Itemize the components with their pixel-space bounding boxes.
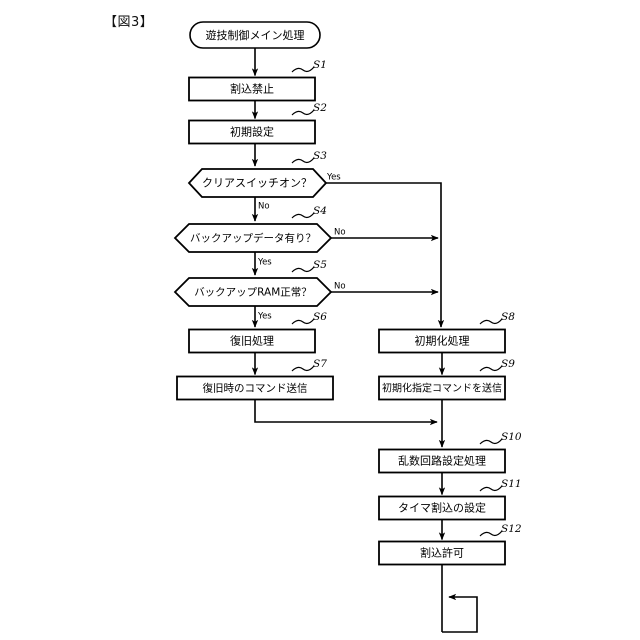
node-s1-label: 割込禁止	[230, 82, 274, 96]
leader-s9	[479, 365, 503, 372]
node-s9-init-command-send: 初期化指定コマンドを送信	[378, 375, 506, 401]
step-label-s8: S8	[501, 311, 515, 323]
leader-s1	[291, 66, 315, 73]
step-label-s4: S4	[313, 205, 327, 217]
connector-s7-merge	[254, 399, 438, 426]
node-s12-label: 割込許可	[420, 546, 464, 560]
leader-s12	[479, 530, 503, 537]
branch-label-s4-no: No	[334, 228, 346, 238]
node-s8-initialization-process: 初期化処理	[378, 328, 506, 354]
node-s2-initial-setting: 初期設定	[188, 119, 316, 145]
node-s7-recovery-command-send: 復旧時のコマンド送信	[176, 375, 334, 401]
node-s6-recovery-process: 復旧処理	[188, 328, 316, 354]
step-label-s7: S7	[313, 358, 327, 370]
step-label-s10: S10	[501, 431, 522, 443]
leader-s11	[479, 485, 503, 492]
node-s2-label: 初期設定	[230, 125, 274, 139]
step-label-s9: S9	[501, 358, 515, 370]
leader-s10	[479, 438, 503, 445]
step-label-s2: S2	[313, 102, 327, 114]
node-s10-random-circuit-setting: 乱数回路設定処理	[378, 448, 506, 474]
node-s5-label: バックアップRAM正常？	[194, 286, 312, 299]
leader-s4	[291, 212, 315, 219]
step-label-s12: S12	[501, 523, 522, 535]
node-s7-label: 復旧時のコマンド送信	[203, 382, 308, 395]
leader-s3	[291, 157, 315, 164]
branch-label-s5-yes: Yes	[257, 312, 272, 322]
branch-label-s3-no: No	[258, 202, 270, 212]
node-s3-label: クリアスイッチオン？	[202, 177, 312, 190]
step-label-s6: S6	[313, 311, 327, 323]
step-label-s1: S1	[313, 59, 327, 71]
leader-s5	[291, 266, 315, 273]
leader-s8	[479, 318, 503, 325]
step-labels: S1 S2 S3 S4 S5 S6 S7 S8 S9 S10 S11 S12	[313, 59, 522, 535]
node-s12-interrupt-enable: 割込許可	[378, 540, 506, 566]
connector-loop-back	[442, 593, 478, 633]
figure-number-label: 【図3】	[104, 15, 154, 30]
branch-label-s5-no: No	[334, 282, 346, 292]
node-s4-backup-data-exists: バックアップデータ有り？	[173, 223, 333, 253]
node-start: 遊技制御メイン処理	[189, 21, 321, 49]
node-s11-label: タイマ割込の設定	[398, 501, 486, 515]
step-label-s11: S11	[501, 478, 522, 490]
node-s10-label: 乱数回路設定処理	[398, 454, 486, 468]
leader-s7	[291, 365, 315, 372]
branch-label-s4-yes: Yes	[257, 258, 272, 268]
node-s1-interrupt-disable: 割込禁止	[188, 76, 316, 102]
branch-label-s3-yes: Yes	[326, 173, 341, 183]
branch-labels: Yes No No Yes No Yes	[257, 173, 346, 322]
node-s5-backup-ram-normal: バックアップRAM正常？	[173, 277, 333, 307]
connector-s3-yes-to-right-rail	[325, 182, 445, 328]
node-s11-timer-interrupt-setting: タイマ割込の設定	[378, 495, 506, 521]
node-s9-label: 初期化指定コマンドを送信	[382, 382, 502, 395]
leader-s6	[291, 318, 315, 325]
step-label-s3: S3	[313, 150, 327, 162]
node-s6-label: 復旧処理	[230, 335, 274, 348]
node-s4-label: バックアップデータ有り？	[190, 232, 316, 245]
leader-s2	[291, 109, 315, 116]
step-leader-lines	[291, 66, 503, 537]
node-s8-label: 初期化処理	[415, 334, 470, 348]
step-label-s5: S5	[313, 259, 327, 271]
node-start-label: 遊技制御メイン処理	[206, 28, 305, 42]
node-s3-clear-switch-on: クリアスイッチオン？	[187, 168, 328, 198]
